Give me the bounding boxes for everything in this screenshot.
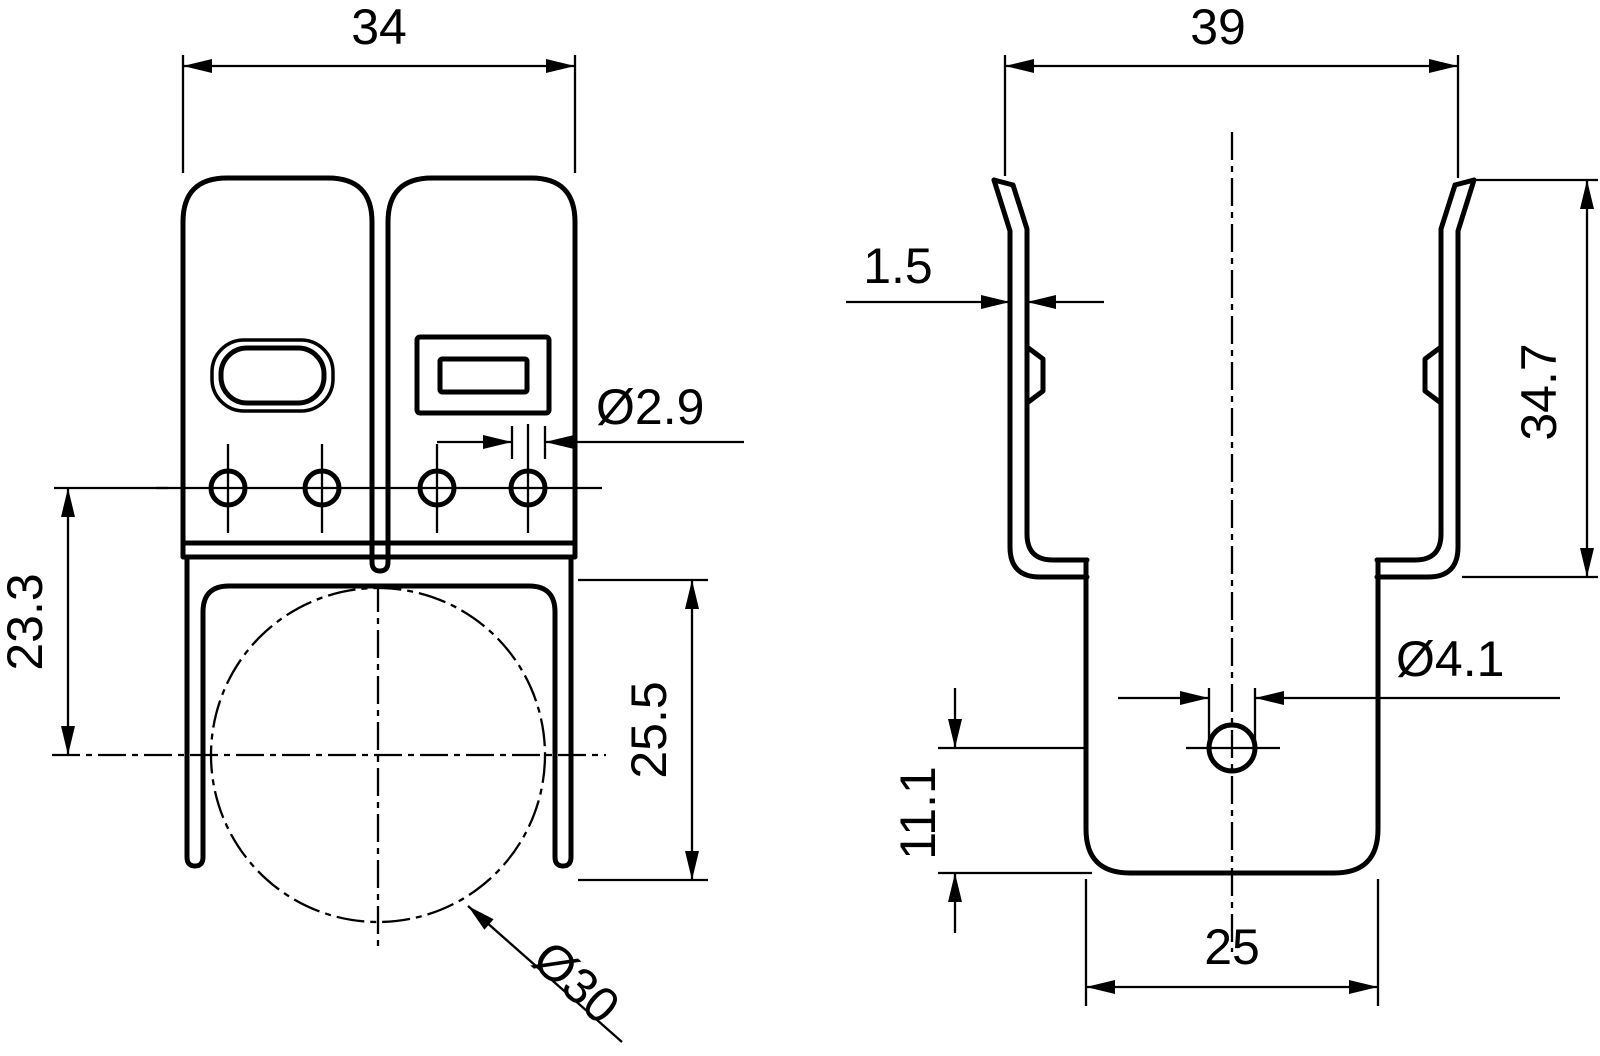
dim-tab-width-label: 25 <box>1204 919 1260 975</box>
dim-tube-diameter-label: Ø30 <box>523 930 631 1035</box>
arrowhead <box>1255 691 1284 705</box>
arrowhead <box>1005 59 1034 73</box>
arrowhead <box>1349 980 1378 994</box>
right-wall-outer <box>1374 177 1477 580</box>
dim-hole-offset: 11.1 <box>890 688 1092 933</box>
arrowhead <box>685 580 699 609</box>
dim-axis-offset: 23.3 <box>0 486 168 755</box>
arrowhead <box>546 59 575 73</box>
dim-left-width: 34 <box>181 0 577 173</box>
left-tab-shape <box>180 175 375 546</box>
dim-leg-length-label: 25.5 <box>621 681 677 778</box>
dim-hole-offset-label: 11.1 <box>890 766 946 860</box>
rect-slot-outer <box>414 334 552 416</box>
arrowhead <box>61 726 75 755</box>
arrowhead <box>685 851 699 880</box>
arrowhead <box>483 435 512 449</box>
right-view-centerlines <box>938 132 1280 952</box>
dim-left-width-label: 34 <box>351 0 407 55</box>
dim-tube-diameter: Ø30 <box>467 905 631 1043</box>
left-prong-tip-cap <box>991 177 1016 188</box>
dim-mounting-hole-label: Ø4.1 <box>1396 631 1504 687</box>
dim-leg-length: 25.5 <box>578 578 708 882</box>
dim-small-hole-left: Ø2.9 <box>437 379 744 459</box>
arrowhead <box>468 906 494 930</box>
right-tab-shape <box>385 175 578 546</box>
arrowhead <box>948 873 962 902</box>
arrowhead <box>1580 180 1594 209</box>
right-prong-tip-cap <box>1452 177 1477 188</box>
arrowhead <box>1180 691 1209 705</box>
arrowhead <box>948 719 962 748</box>
left-wall-inner <box>1010 182 1090 563</box>
dim-thickness: 1.5 <box>846 238 1104 309</box>
dim-tab-width: 25 <box>1084 879 1380 1006</box>
rect-slot-inner <box>437 356 530 395</box>
arrowhead <box>1086 980 1115 994</box>
stadium-slot-inner <box>218 345 327 406</box>
dim-mounting-hole: Ø4.1 <box>1118 631 1560 750</box>
left-wall-dimple <box>1024 344 1046 406</box>
right-view-outline <box>991 177 1477 876</box>
dim-small-hole-left-label: Ø2.9 <box>596 379 704 435</box>
dim-height: 34.7 <box>1462 178 1598 579</box>
center-slot <box>369 540 391 574</box>
arrowhead <box>1580 548 1594 577</box>
arrowhead <box>1429 59 1458 73</box>
left-wall-outer <box>991 177 1090 580</box>
right-wall-inner <box>1374 182 1458 563</box>
dim-right-width: 39 <box>1003 0 1460 178</box>
left-view-outline <box>180 175 578 869</box>
right-wall-dimple <box>1422 344 1444 406</box>
bend-band <box>180 540 578 560</box>
arrowhead <box>61 488 75 517</box>
arrowhead <box>545 435 574 449</box>
arrowhead <box>183 59 212 73</box>
arrowhead <box>1027 295 1056 309</box>
dim-right-width-label: 39 <box>1190 0 1246 55</box>
left-view-centerlines <box>52 424 606 952</box>
dim-axis-offset-label: 23.3 <box>0 573 53 670</box>
stadium-slot-outer <box>210 338 335 413</box>
dim-height-label: 34.7 <box>1511 343 1567 440</box>
arrowhead <box>981 295 1010 309</box>
dim-thickness-label: 1.5 <box>863 238 933 294</box>
